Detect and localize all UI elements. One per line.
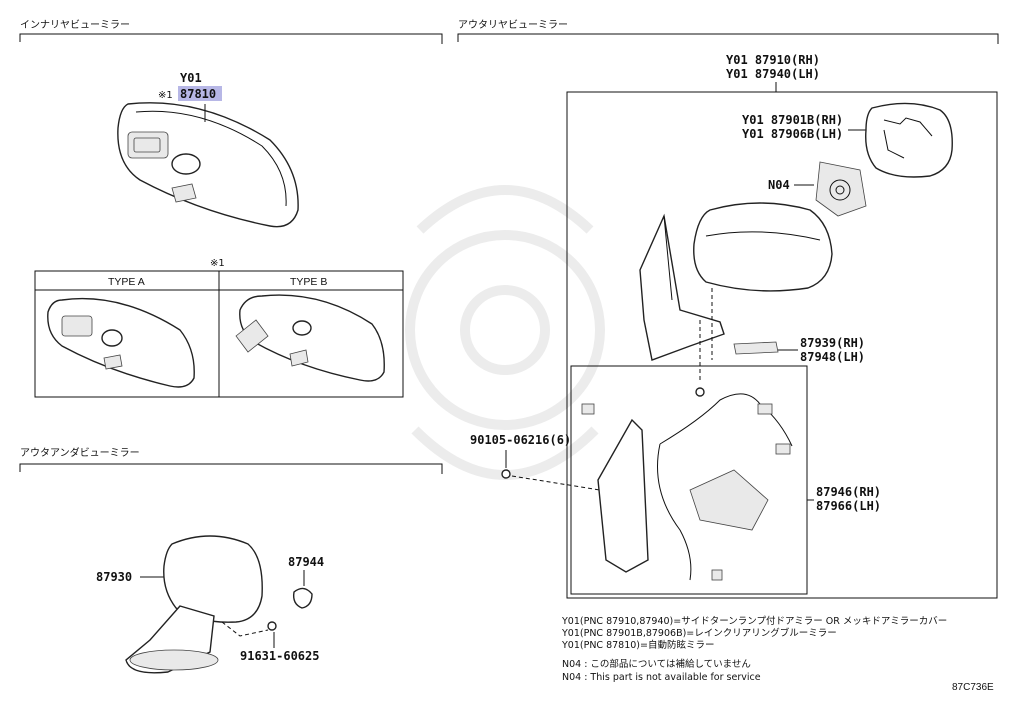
actuator-drawing bbox=[815, 161, 867, 217]
note-line-3: Y01(PNC 87810)=自動防眩ミラー bbox=[561, 639, 714, 651]
part-highlight bbox=[178, 86, 222, 101]
label-87940[interactable]: Y01 87940(LH) bbox=[726, 67, 820, 81]
under-mirror-drawing bbox=[125, 535, 263, 674]
label-87930[interactable]: 87930 bbox=[96, 570, 132, 584]
diagram-code: 87C736E bbox=[952, 682, 994, 693]
type-a-mirror-drawing bbox=[47, 297, 195, 388]
type-table-mark: ※1 bbox=[210, 258, 225, 269]
label-87910[interactable]: Y01 87910(RH) bbox=[726, 53, 820, 67]
screw-icon bbox=[501, 469, 511, 479]
svg-text:インナリヤビューミラー: インナリヤビューミラー bbox=[20, 19, 130, 31]
label-87948[interactable]: 87948(LH) bbox=[800, 350, 865, 364]
svg-text:アウタリヤビューミラー: アウタリヤビューミラー bbox=[458, 19, 568, 31]
cover-trim-drawing bbox=[733, 341, 779, 355]
under-screw-icon bbox=[267, 621, 277, 631]
label-87966[interactable]: 87966(LH) bbox=[816, 499, 881, 513]
outer-assembly-box bbox=[566, 91, 998, 599]
inner-mirror-drawing bbox=[117, 102, 299, 228]
label-87944[interactable]: 87944 bbox=[288, 555, 324, 569]
label-87901b[interactable]: Y01 87901B(RH) bbox=[742, 113, 843, 127]
mirror-glass-drawing bbox=[865, 102, 953, 178]
type-b-mirror-drawing bbox=[235, 294, 385, 382]
cap-drawing bbox=[292, 587, 313, 609]
type-b-label: TYPE B bbox=[290, 276, 327, 288]
label-87946[interactable]: 87946(RH) bbox=[816, 485, 881, 499]
label-87939[interactable]: 87939(RH) bbox=[800, 336, 865, 350]
part-label-87810[interactable]: 87810 bbox=[180, 87, 216, 101]
note-line-1: Y01(PNC 87910,87940)=サイドターンランプ付ドアミラー OR … bbox=[561, 616, 947, 627]
note-line-2: Y01(PNC 87901B,87906B)=レインクリアリングブルーミラー bbox=[561, 627, 837, 639]
n04-note-jp: N04 : この部品については補給していません bbox=[562, 658, 751, 670]
label-n04[interactable]: N04 bbox=[768, 178, 790, 192]
n04-note-en: N04 : This part is not available for ser… bbox=[562, 672, 761, 683]
section-outer-header: アウタリヤビューミラー bbox=[457, 19, 999, 44]
section-under-header: アウタアンダビューミラー bbox=[19, 446, 443, 474]
outer-sub-box bbox=[570, 365, 808, 595]
section-inner-header: インナリヤビューミラー bbox=[19, 19, 443, 44]
inner-mark: ※1 bbox=[158, 90, 173, 101]
type-table bbox=[34, 270, 404, 398]
svg-text:アウタアンダビューミラー: アウタアンダビューミラー bbox=[20, 446, 140, 459]
harness-drawing bbox=[581, 387, 793, 581]
label-90105[interactable]: 90105-06216(6) bbox=[470, 433, 571, 447]
label-91631[interactable]: 91631-60625 bbox=[240, 649, 319, 663]
inner-prefix: Y01 bbox=[180, 71, 202, 85]
outer-mirror-housing-drawing bbox=[639, 202, 833, 361]
type-a-label: TYPE A bbox=[108, 276, 145, 288]
label-87906b[interactable]: Y01 87906B(LH) bbox=[742, 127, 843, 141]
